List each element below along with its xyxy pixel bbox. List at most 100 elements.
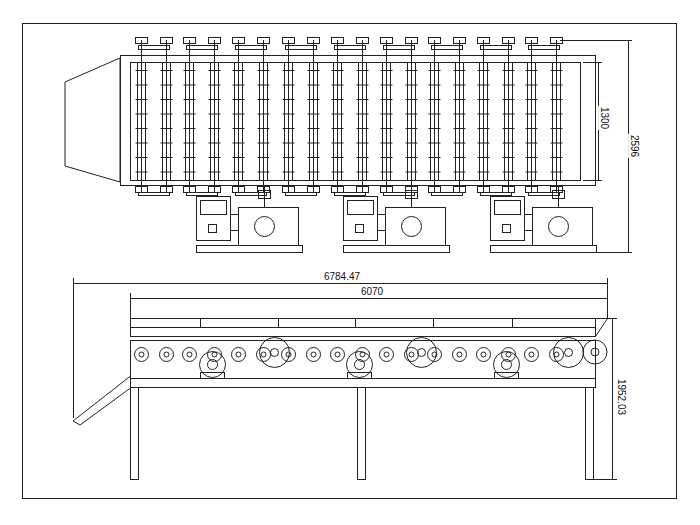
bearing-block bbox=[381, 187, 393, 193]
roller-disc bbox=[184, 114, 196, 115]
roller-disc bbox=[381, 172, 393, 173]
roller-disc bbox=[526, 143, 538, 144]
roller-disc bbox=[551, 143, 563, 144]
rail-joint bbox=[200, 318, 201, 327]
roller-hub bbox=[236, 352, 241, 357]
roller-disc bbox=[233, 172, 245, 173]
chain-guard bbox=[139, 46, 170, 50]
roller-disc bbox=[406, 114, 418, 115]
roller-end bbox=[453, 348, 467, 362]
rail-line bbox=[131, 327, 596, 328]
roller-disc bbox=[454, 143, 466, 144]
roller-disc bbox=[209, 157, 221, 158]
roller-disc bbox=[551, 114, 563, 115]
bearing-block bbox=[308, 38, 320, 44]
roller-disc bbox=[381, 114, 393, 115]
roller-disc bbox=[184, 143, 196, 144]
roller-disc bbox=[429, 143, 441, 144]
roller-disc bbox=[526, 114, 538, 115]
roller-disc bbox=[209, 143, 221, 144]
reducer-flange bbox=[255, 217, 275, 237]
dimension-line bbox=[130, 298, 608, 299]
roller-disc bbox=[454, 114, 466, 115]
roller-disc bbox=[161, 99, 173, 100]
roller-hub bbox=[384, 352, 389, 357]
bearing-block bbox=[283, 38, 295, 44]
roller-disc bbox=[184, 70, 196, 71]
roller-disc bbox=[209, 128, 221, 129]
roller-disc bbox=[209, 70, 221, 71]
roller-disc bbox=[136, 143, 148, 144]
coupling bbox=[231, 215, 239, 231]
roller-disc bbox=[503, 172, 515, 173]
coupling bbox=[525, 215, 533, 231]
roller-disc bbox=[283, 128, 295, 129]
drive-sprocket-side bbox=[407, 338, 437, 368]
bearing-block bbox=[478, 38, 490, 44]
roller-disc bbox=[136, 85, 148, 86]
roller-disc bbox=[233, 70, 245, 71]
roller-hub bbox=[529, 352, 534, 357]
reducer-foot bbox=[495, 373, 519, 379]
lower-rail bbox=[131, 379, 596, 388]
roller-end bbox=[331, 348, 345, 362]
roller-end bbox=[307, 348, 321, 362]
roller-disc bbox=[503, 143, 515, 144]
chute-line bbox=[73, 421, 80, 425]
rail-joint bbox=[278, 318, 279, 327]
drive-sprocket bbox=[553, 191, 565, 199]
sheet-border bbox=[23, 24, 677, 499]
roller-body bbox=[186, 63, 194, 181]
roller-body bbox=[528, 63, 536, 181]
roller-disc bbox=[381, 85, 393, 86]
roller-disc bbox=[406, 128, 418, 129]
roller-disc bbox=[209, 114, 221, 115]
roller-disc bbox=[357, 70, 369, 71]
roller-disc bbox=[551, 128, 563, 129]
terminal-box bbox=[503, 225, 511, 233]
rail-joint bbox=[512, 318, 513, 327]
terminal-box bbox=[356, 225, 364, 233]
bearing-block bbox=[283, 187, 295, 193]
roller-disc bbox=[258, 143, 270, 144]
roller-body bbox=[211, 63, 219, 181]
extension-line bbox=[583, 62, 602, 63]
bearing-block bbox=[258, 38, 270, 44]
side-rail bbox=[131, 319, 596, 337]
chute-line bbox=[80, 388, 131, 425]
roller-disc bbox=[161, 157, 173, 158]
roller-body bbox=[505, 63, 513, 181]
roller-disc bbox=[454, 85, 466, 86]
side-reducer bbox=[200, 352, 226, 378]
roller-disc bbox=[454, 172, 466, 173]
roller-body bbox=[480, 63, 488, 181]
extension-line bbox=[73, 278, 74, 418]
side-frame bbox=[131, 341, 596, 379]
roller-disc bbox=[526, 128, 538, 129]
bearing-block bbox=[209, 187, 221, 193]
roller-disc bbox=[503, 157, 515, 158]
bearing-block bbox=[184, 38, 196, 44]
motor bbox=[344, 197, 378, 241]
motor bbox=[197, 197, 231, 241]
dimension-text: 2596 bbox=[628, 134, 640, 158]
roller-disc bbox=[332, 114, 344, 115]
roller-disc bbox=[209, 172, 221, 173]
bearing-block bbox=[209, 38, 221, 44]
rail-joint bbox=[433, 318, 434, 327]
roller-disc bbox=[551, 157, 563, 158]
dimension-text: 6784.47 bbox=[323, 271, 361, 283]
roller-disc bbox=[429, 114, 441, 115]
roller-end bbox=[525, 348, 539, 362]
roller-disc bbox=[258, 128, 270, 129]
side-reducer-hub bbox=[208, 360, 218, 370]
extension-line bbox=[560, 40, 632, 41]
side-reducer-hub bbox=[355, 360, 365, 370]
roller-disc bbox=[429, 99, 441, 100]
roller-disc bbox=[308, 128, 320, 129]
roller-end bbox=[550, 348, 564, 362]
roller-disc bbox=[381, 143, 393, 144]
roller-disc bbox=[357, 172, 369, 173]
bearing-block bbox=[454, 187, 466, 193]
gear-reducer bbox=[239, 208, 299, 246]
